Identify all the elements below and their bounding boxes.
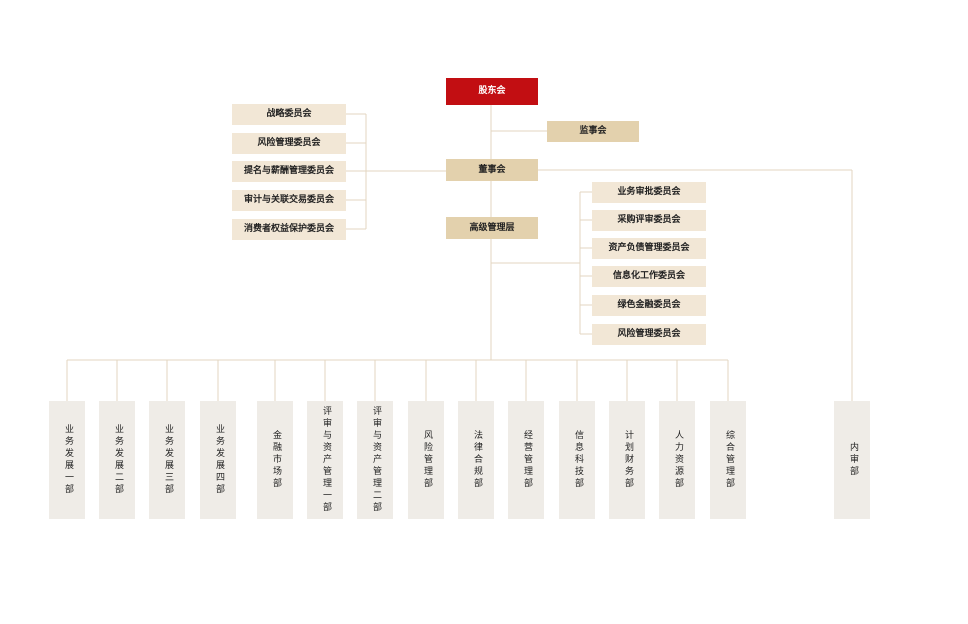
management-committee-it: 信息化工作委员会	[592, 266, 706, 287]
board-committee-risk: 风险管理委员会	[232, 133, 346, 154]
internal-audit-box: 内审部	[834, 401, 870, 519]
board-committee-consumer: 消费者权益保护委员会	[232, 219, 346, 240]
department-box: 业务发展一部	[49, 401, 85, 519]
management-committee-green-finance: 绿色金融委员会	[592, 295, 706, 316]
senior-management-box: 高级管理层	[446, 217, 538, 239]
department-box: 风险管理部	[408, 401, 444, 519]
department-label: 人力资源部	[672, 430, 683, 490]
management-committee-risk: 风险管理委员会	[592, 324, 706, 345]
department-label: 法律合规部	[471, 430, 482, 490]
management-committee-business-approval: 业务审批委员会	[592, 182, 706, 203]
management-committee-alm: 资产负债管理委员会	[592, 238, 706, 259]
management-committee-procurement: 采购评审委员会	[592, 210, 706, 231]
department-label: 经营管理部	[521, 430, 532, 490]
department-box: 信息科技部	[559, 401, 595, 519]
department-box: 业务发展四部	[200, 401, 236, 519]
department-box: 业务发展二部	[99, 401, 135, 519]
department-label: 计划财务部	[622, 430, 633, 490]
supervisors-box: 监事会	[547, 121, 639, 142]
department-box: 金融市场部	[257, 401, 293, 519]
department-box: 计划财务部	[609, 401, 645, 519]
department-box: 人力资源部	[659, 401, 695, 519]
department-box: 评审与资产管理一部	[307, 401, 343, 519]
department-label: 金融市场部	[270, 430, 281, 490]
department-box: 综合管理部	[710, 401, 746, 519]
department-label: 风险管理部	[421, 430, 432, 490]
department-label: 评审与资产管理二部	[370, 406, 381, 514]
department-label: 评审与资产管理一部	[320, 406, 331, 514]
shareholders-box: 股东会	[446, 78, 538, 105]
board-committee-strategy: 战略委员会	[232, 104, 346, 125]
board-committee-audit: 审计与关联交易委员会	[232, 190, 346, 211]
department-label: 业务发展二部	[112, 424, 123, 496]
department-label: 业务发展一部	[62, 424, 73, 496]
internal-audit-label: 内审部	[847, 442, 858, 478]
department-box: 经营管理部	[508, 401, 544, 519]
board-box: 董事会	[446, 159, 538, 181]
department-box: 法律合规部	[458, 401, 494, 519]
department-box: 业务发展三部	[149, 401, 185, 519]
department-label: 综合管理部	[723, 430, 734, 490]
department-label: 业务发展四部	[213, 424, 224, 496]
department-label: 信息科技部	[572, 430, 583, 490]
department-label: 业务发展三部	[162, 424, 173, 496]
board-committee-nomination: 提名与薪酬管理委员会	[232, 161, 346, 182]
department-box: 评审与资产管理二部	[357, 401, 393, 519]
